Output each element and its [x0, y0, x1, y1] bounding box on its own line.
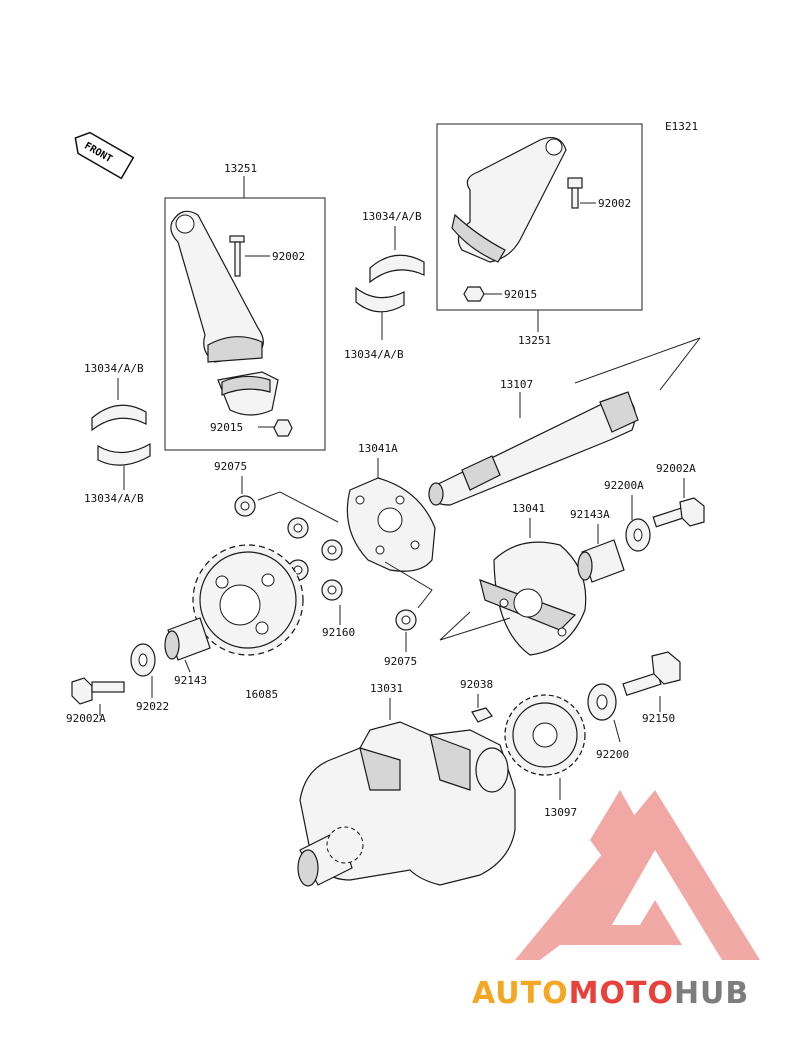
- watermark-auto: AUTO: [472, 976, 569, 1011]
- bearing-shell-upper-mid: [369, 254, 425, 284]
- gear-plate-13041A: [346, 477, 436, 572]
- left-rod-box: [164, 197, 326, 451]
- diagram-code: E1321: [665, 120, 698, 133]
- label-13034-d: 13034/A/B: [344, 348, 404, 361]
- pinion-92075-bottom: [395, 609, 417, 631]
- label-13041: 13041: [512, 502, 545, 515]
- spacer-92143: [164, 617, 211, 661]
- label-16085: 16085: [245, 688, 278, 701]
- watermark-moto: MOTO: [569, 976, 674, 1011]
- label-92200: 92200: [596, 748, 629, 761]
- label-13251-right: 13251: [518, 334, 551, 347]
- watermark-text: AUTOMOTOHUB: [472, 976, 749, 1011]
- bearing-shell-lower-left: [97, 442, 151, 466]
- rod-bolt-left: [229, 235, 245, 277]
- rod-cap-left: [217, 371, 279, 416]
- label-13034-b: 13034/A/B: [84, 492, 144, 505]
- watermark-triangle-icon: [515, 790, 760, 960]
- rod-nut-right: [463, 286, 485, 302]
- collar-92143A: [577, 539, 625, 583]
- label-92038: 92038: [460, 678, 493, 691]
- label-92150: 92150: [642, 712, 675, 725]
- right-rod-box: [436, 123, 643, 311]
- gear-13097: [504, 694, 586, 776]
- label-13251-left: 13251: [224, 162, 257, 175]
- label-13107: 13107: [500, 378, 533, 391]
- bolt-92150: [622, 651, 681, 697]
- crankshaft-13031: [297, 721, 516, 887]
- key-92038: [471, 707, 493, 723]
- pinion-92075-top: [234, 495, 256, 517]
- label-92143A: 92143A: [570, 508, 610, 521]
- watermark-triangle-inner-icon: [590, 790, 640, 870]
- label-92022: 92022: [136, 700, 169, 713]
- label-92002A-left: 92002A: [66, 712, 106, 725]
- label-92143: 92143: [174, 674, 207, 687]
- label-92160: 92160: [322, 626, 355, 639]
- bearing-shell-lower-mid: [355, 286, 405, 313]
- washer-92022: [130, 643, 156, 677]
- label-92015-left: 92015: [210, 421, 243, 434]
- label-92015-right: 92015: [504, 288, 537, 301]
- connecting-rod-left: [170, 210, 264, 363]
- bolt-92002A-right: [652, 497, 705, 528]
- washer-92200: [587, 683, 617, 721]
- label-13034-a: 13034/A/B: [84, 362, 144, 375]
- label-92075-top: 92075: [214, 460, 247, 473]
- label-92002A-right: 92002A: [656, 462, 696, 475]
- rod-nut-left: [273, 419, 293, 437]
- rod-bolt-right: [567, 177, 583, 209]
- label-13034-c: 13034/A/B: [362, 210, 422, 223]
- label-92075-bottom: 92075: [384, 655, 417, 668]
- label-13031: 13031: [370, 682, 403, 695]
- bearing-shell-upper-left: [91, 404, 147, 432]
- label-92002-right: 92002: [598, 197, 631, 210]
- watermark-logo: [515, 790, 760, 960]
- connecting-rod-right: [451, 137, 567, 263]
- plate-13041: [479, 541, 587, 656]
- label-92002-left: 92002: [272, 250, 305, 263]
- washer-92200A: [625, 518, 651, 552]
- shaft-13107: [428, 391, 639, 506]
- rollers-92160: [287, 517, 343, 601]
- label-13041A: 13041A: [358, 442, 398, 455]
- label-13097: 13097: [544, 806, 577, 819]
- front-arrow-icon: FRONT: [74, 131, 135, 180]
- gear-16085: [192, 544, 304, 656]
- label-92200A: 92200A: [604, 479, 644, 492]
- bolt-92002A-left: [71, 677, 125, 705]
- watermark-hub: HUB: [674, 976, 749, 1011]
